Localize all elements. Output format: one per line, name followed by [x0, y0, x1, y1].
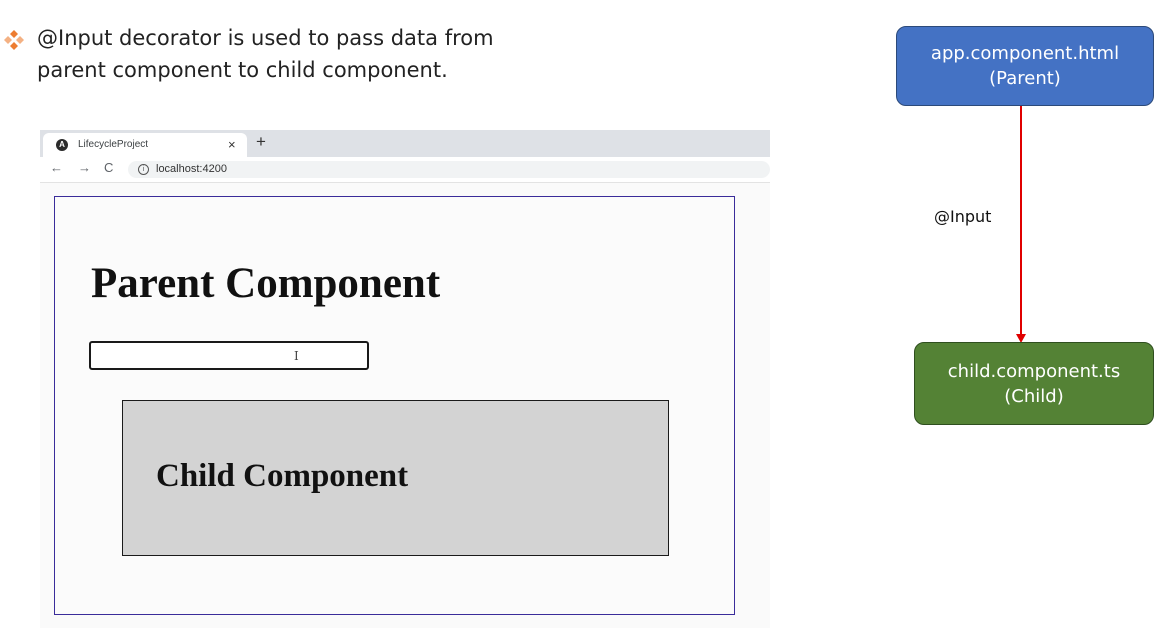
- bullet-text: @Input decorator is used to pass data fr…: [37, 22, 494, 86]
- text-cursor-icon: I: [294, 349, 299, 363]
- parent-node-role: (Parent): [989, 68, 1061, 89]
- new-tab-button[interactable]: +: [256, 132, 266, 151]
- child-component-box: Child Component: [122, 400, 669, 556]
- reload-icon[interactable]: C: [104, 160, 114, 175]
- info-icon[interactable]: i: [138, 164, 149, 175]
- diamond-bullet-icon: [4, 30, 24, 50]
- back-icon[interactable]: ←: [50, 160, 63, 175]
- child-heading: Child Component: [156, 458, 409, 494]
- child-node-role: (Child): [1004, 385, 1064, 407]
- parent-heading: Parent Component: [91, 260, 441, 307]
- bullet-line-1: @Input decorator is used to pass data fr…: [37, 26, 494, 50]
- child-node-name: child.component.ts: [947, 360, 1121, 382]
- tab-close-icon[interactable]: ×: [228, 137, 236, 152]
- browser-tab[interactable]: A LifecycleProject ×: [43, 133, 247, 157]
- child-node: child.component.ts (Child): [914, 342, 1154, 425]
- parent-node-name: app.component.html: [930, 43, 1120, 64]
- browser-toolbar: ← → C i localhost:4200: [40, 157, 770, 183]
- url-text: localhost:4200: [156, 163, 227, 175]
- parent-text-input[interactable]: I: [89, 341, 369, 370]
- parent-node: app.component.html (Parent): [896, 26, 1154, 106]
- edge-label: @Input: [934, 207, 992, 226]
- tab-title: LifecycleProject: [78, 139, 149, 150]
- parent-component-frame: Parent Component I Child Component: [54, 196, 735, 615]
- address-bar[interactable]: i localhost:4200: [128, 161, 770, 178]
- angular-favicon-icon: A: [56, 139, 68, 151]
- forward-icon[interactable]: →: [78, 160, 91, 175]
- tab-strip: A LifecycleProject × +: [40, 130, 770, 157]
- input-arrow-head: [1016, 334, 1026, 343]
- bullet-line-2: parent component to child component.: [37, 58, 448, 82]
